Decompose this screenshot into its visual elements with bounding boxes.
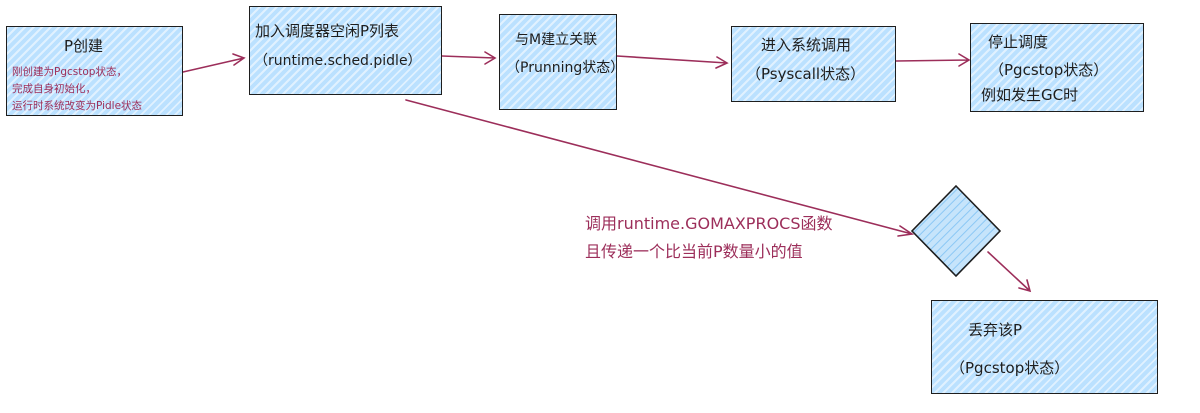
node-join-idle-list: 加入调度器空闲P列表 （runtime.sched.pidle） (249, 6, 442, 95)
node-p-create-note-line2: 完成自身初始化， (12, 83, 96, 95)
arrow-idle-to-bind-m (441, 51, 497, 65)
node-syscall-line1: 进入系统调用 (761, 36, 852, 54)
node-discard-p: 丢弃该P （Pgcstop状态） (931, 300, 1158, 394)
node-discard-p-line2: （Pgcstop状态） (950, 359, 1070, 377)
node-p-create-note-line3: 运行时系统改变为Pidle状态 (12, 100, 143, 112)
node-syscall-line2: （Psyscall状态） (746, 65, 866, 83)
arrow-create-to-idle (182, 53, 246, 73)
node-join-idle-list-line2: （runtime.sched.pidle） (254, 53, 422, 69)
node-bind-m-line1: 与M建立关联 (515, 32, 598, 48)
arrow-bind-m-to-syscall (616, 55, 729, 69)
node-p-create: P创建 刚创建为Pgcstop状态， 完成自身初始化， 运行时系统改变为Pidl… (6, 26, 183, 116)
node-bind-m: 与M建立关联 （Prunning状态） (499, 14, 624, 110)
node-syscall: 进入系统调用 （Psyscall状态） (731, 26, 896, 102)
arrow-syscall-to-stop (895, 53, 971, 67)
node-p-create-note-line1: 刚创建为Pgcstop状态， (12, 66, 127, 78)
node-stop-sched-line3: 例如发生GC时 (981, 86, 1079, 104)
node-stop-sched: 停止调度 （Pgcstop状态） 例如发生GC时 (970, 23, 1144, 112)
node-join-idle-list-line1: 加入调度器空闲P列表 (255, 22, 400, 40)
node-stop-sched-line2: （Pgcstop状态） (989, 61, 1109, 79)
annotation-line1: 调用runtime.GOMAXPROCS函数 (585, 214, 833, 233)
decision-diamond (910, 184, 1002, 278)
arrow-idle-to-decision (405, 99, 915, 237)
node-stop-sched-line1: 停止调度 (988, 33, 1049, 51)
annotation-line2: 且传递一个比当前P数量小的值 (585, 242, 803, 261)
node-discard-p-line1: 丢弃该P (968, 321, 1023, 339)
node-p-create-title: P创建 (64, 37, 104, 55)
node-bind-m-line2: （Prunning状态） (506, 60, 625, 76)
arrow-decision-to-discard (987, 251, 1032, 293)
